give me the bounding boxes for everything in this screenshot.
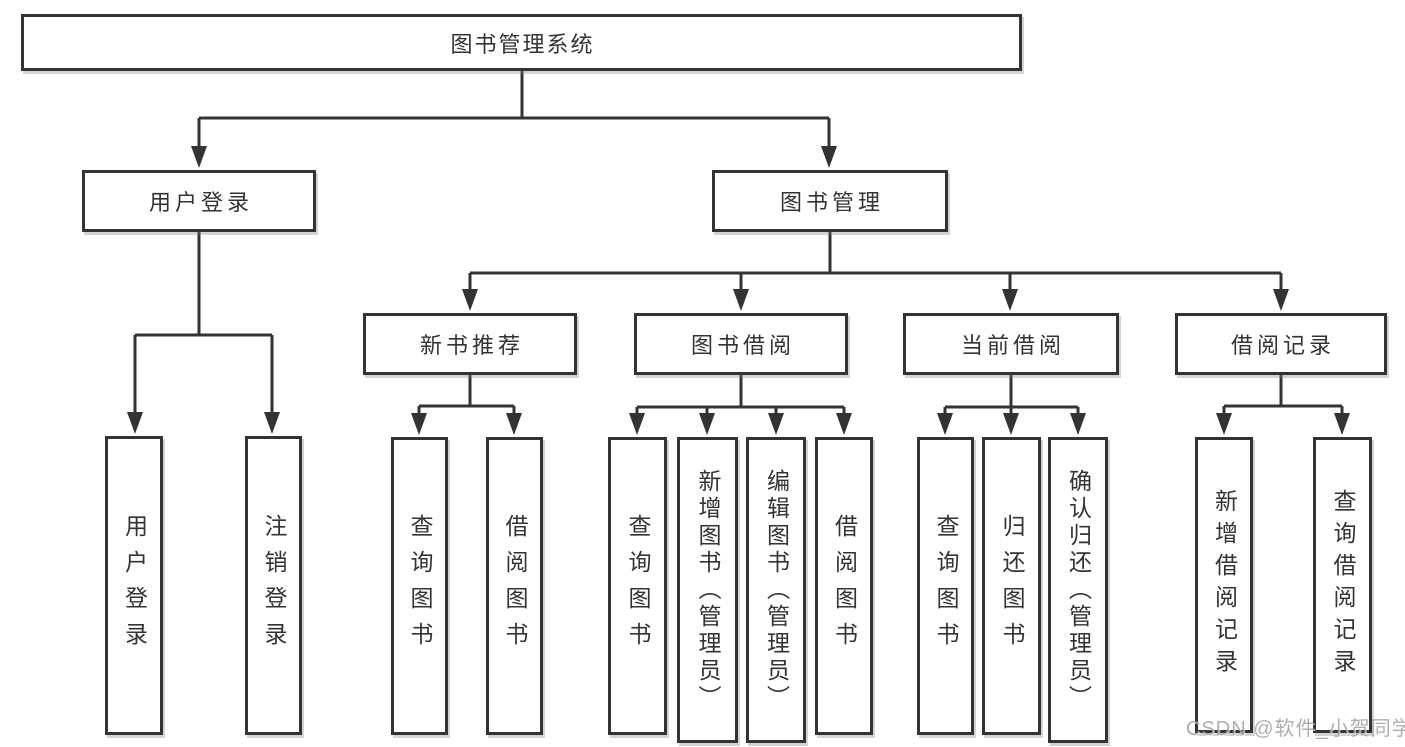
node-label: 借阅图书 [831,514,858,658]
node-root-system: 图书管理系统 [21,14,1022,71]
node-logout-leaf: 注销登录 [245,436,302,735]
node-label: 查询图书 [625,514,651,658]
node-current-borrow: 当前借阅 [903,313,1119,375]
csdn-watermark: CSDN @软件_小贺同学 [1186,718,1405,740]
node-add-borrow-record: 新增借阅记录 [1195,437,1253,733]
node-user-login: 用户登录 [82,170,316,232]
node-borrow-record: 借阅记录 [1175,313,1387,375]
node-label: 新增图书（管理员） [695,468,721,712]
node-query-borrow-record: 查询借阅记录 [1313,437,1372,733]
node-borrow-book-2: 借阅图书 [815,437,873,735]
node-query-book-2: 查询图书 [608,437,667,735]
node-label: 注销登录 [261,513,287,658]
node-confirm-return-admin: 确认归还（管理员） [1048,437,1108,743]
node-query-book-1: 查询图书 [391,437,448,735]
node-user-login-leaf: 用户登录 [105,436,163,735]
node-book-management: 图书管理 [712,170,948,232]
node-label: 确认归还（管理员） [1065,468,1092,712]
node-new-book-recommend: 新书推荐 [363,313,577,375]
node-label: 用户登录 [121,513,148,658]
node-return-book: 归还图书 [982,437,1041,735]
node-borrow-book-1: 借阅图书 [486,437,543,735]
node-query-book-3: 查询图书 [917,437,974,735]
node-book-borrow: 图书借阅 [634,313,848,375]
arrowhead-icons [127,146,1350,435]
node-label: 新增借阅记录 [1211,489,1238,681]
node-label: 编辑图书（管理员） [763,468,790,712]
node-label: 查询图书 [407,514,433,658]
node-edit-book-admin: 编辑图书（管理员） [746,437,806,743]
node-add-book-admin: 新增图书（管理员） [677,437,738,743]
node-label: 查询图书 [933,514,959,658]
node-label: 借阅图书 [502,514,528,658]
node-label: 归还图书 [999,514,1025,658]
node-label: 查询借阅记录 [1330,489,1356,681]
